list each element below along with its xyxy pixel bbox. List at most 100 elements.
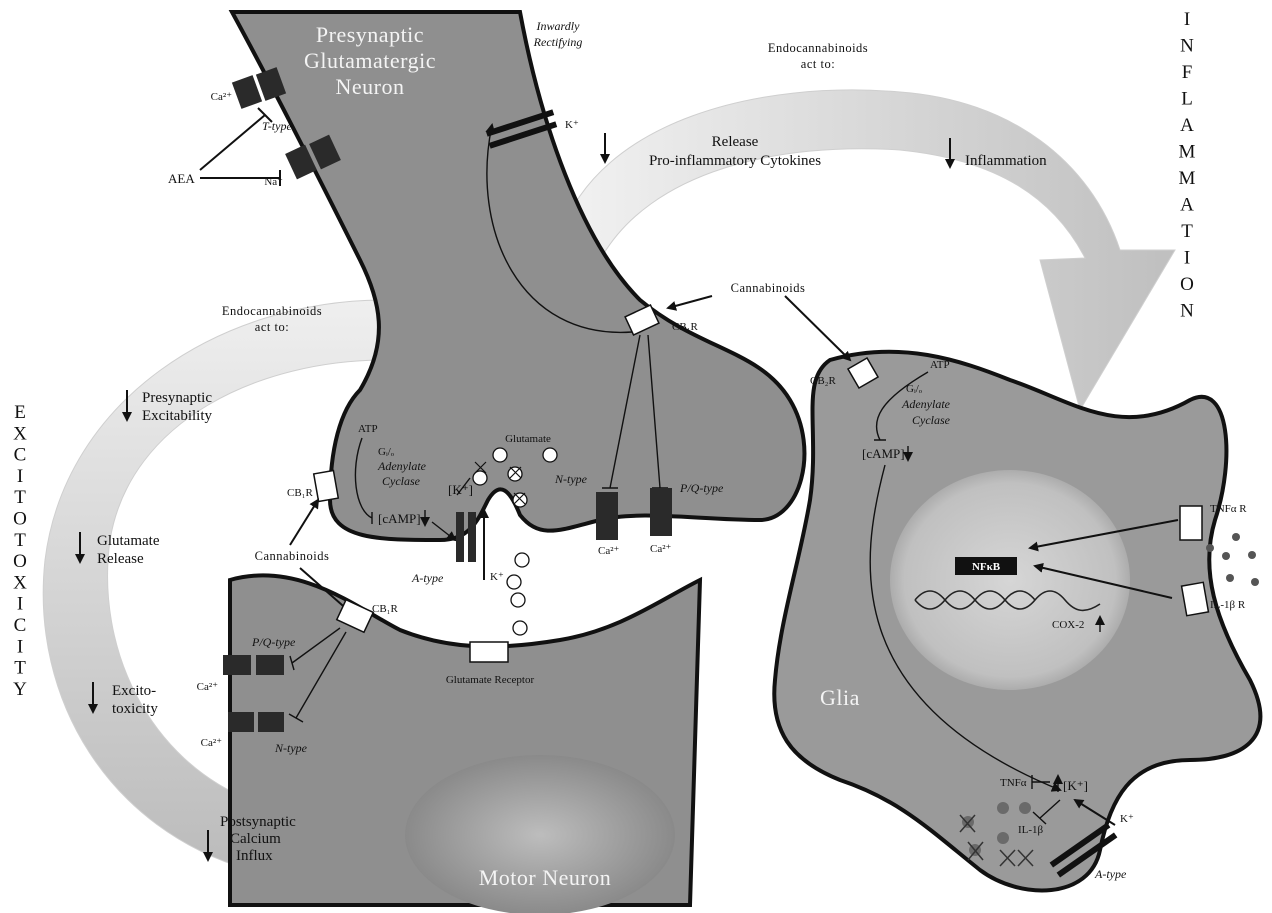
glut-release-1: Glutamate [97, 533, 160, 549]
pre-camp-label: [cAMP] [378, 511, 421, 526]
excitotoxicity-letter: C [14, 615, 27, 636]
cannabinoids-to-cb1r-left [290, 500, 318, 545]
tnfr-label: TNFα R [1210, 503, 1247, 515]
excitotoxicity-letter: Y [13, 679, 27, 700]
tnfr-receptor [1180, 506, 1202, 540]
cox2-label: COX-2 [1052, 619, 1084, 631]
presyn-excit-1: Presynaptic [142, 390, 212, 406]
cb2r-label: CB₂R [810, 375, 837, 387]
glia-k-label: K⁺ [1120, 813, 1134, 825]
excitotoxicity-letter: O [13, 509, 27, 530]
post-ca2-label: Ca²⁺ [201, 737, 223, 749]
pre-pqtype-label: P/Q-type [679, 481, 724, 495]
il1r-receptor [1182, 582, 1209, 615]
glia-atype-label: A-type [1094, 867, 1127, 881]
excito-2: toxicity [112, 701, 158, 717]
excitotoxicity-letter: C [14, 445, 27, 466]
release-label: Release [712, 134, 759, 150]
excitotoxicity-letter: I [17, 636, 23, 657]
pre-gio-label: Gᵢ/ₒ [378, 446, 394, 458]
excitotoxicity-letter: O [13, 551, 27, 572]
ttype-ca-label: Ca²⁺ [211, 91, 233, 103]
glia-camp-label: [cAMP] [862, 446, 905, 461]
inward-k-label: K⁺ [565, 119, 579, 131]
excit-heading-1: Endocannabinoids [222, 304, 322, 318]
rectifying-label: Rectifying [533, 35, 583, 49]
inflammation-letter: I [1184, 248, 1190, 269]
inflam-heading-1: Endocannabinoids [768, 41, 868, 55]
presyn-excit-2: Excitability [142, 408, 212, 424]
postsyn-1: Postsynaptic [220, 814, 296, 830]
inflammation-letter: A [1180, 195, 1194, 216]
pre-adenylate-label: Adenylate [377, 459, 427, 473]
post-cb1r-label: CB₁R [372, 603, 399, 615]
glia-title: Glia [820, 685, 860, 710]
tnfa-label: TNFα [1000, 777, 1027, 789]
pre-ca2-label: Ca²⁺ [650, 543, 672, 555]
glia-k-conc-label: [K⁺] [1063, 778, 1088, 793]
pre-atype-label: A-type [411, 571, 444, 585]
cytokines-label: Pro-inflammatory Cytokines [649, 153, 821, 169]
pre-k-label: K⁺ [490, 571, 504, 583]
post-pqtype-label: P/Q-type [251, 635, 296, 649]
aea-inhibit-ttype [200, 108, 272, 170]
excitotoxicity-letter: T [14, 487, 26, 508]
inwardly-label: Inwardly [536, 19, 581, 33]
inflammation-letter: I [1184, 9, 1190, 30]
postsyn-2: Calcium [230, 831, 281, 847]
cannabinoids-to-cb1r-top [668, 296, 712, 308]
il1b-label: IL-1β [1018, 824, 1044, 836]
inflammation-letter: F [1182, 62, 1193, 83]
postsyn-3: Influx [236, 848, 273, 864]
pre-atp-label: ATP [358, 423, 378, 435]
cytokine-dots [1206, 533, 1259, 586]
glia-adenylate-label: Adenylate [901, 397, 951, 411]
excitotoxicity-letter: I [17, 594, 23, 615]
inflammation-letter: N [1180, 301, 1194, 322]
pre-ntype-channel [596, 492, 618, 540]
excitotoxicity-letter: I [17, 466, 23, 487]
cannabinoids-top-label: Cannabinoids [731, 281, 806, 295]
presynaptic-title-line1: Presynaptic [316, 22, 424, 47]
inflammation-letter: N [1180, 36, 1194, 57]
aea-label: AEA [168, 171, 195, 186]
inflam-heading-2: act to: [801, 57, 835, 71]
pre-ca1-label: Ca²⁺ [598, 545, 620, 557]
presynaptic-title-line3: Neuron [336, 74, 405, 99]
glutamate-receptor [470, 642, 508, 662]
inflammation-letter: M [1179, 142, 1196, 163]
pre-pqtype-channel [650, 488, 672, 536]
excitotoxicity-letter: X [13, 572, 27, 593]
excitotoxicity-letter: X [13, 423, 27, 444]
excito-1: Excito- [112, 683, 156, 699]
inflammation-letter: M [1179, 168, 1196, 189]
cannabinoids-mid-label: Cannabinoids [255, 549, 330, 563]
cb1r-left-label: CB₁R [287, 487, 314, 499]
excitotoxicity-letter: T [14, 530, 26, 551]
post-ntype-label: N-type [274, 741, 308, 755]
glutamate-label: Glutamate [505, 433, 551, 445]
inflammation-letter: L [1181, 89, 1193, 110]
il1r-label: IL-1β R [1210, 599, 1246, 611]
pre-k-conc-label: [K⁺] [448, 482, 473, 497]
inflammation-letter: O [1180, 274, 1194, 295]
excit-heading-2: act to: [255, 320, 289, 334]
cannabinoids-to-cb2r [785, 296, 850, 360]
cb1r-left-receptor [314, 470, 339, 501]
glut-release-2: Release [97, 551, 144, 567]
inflammation-label: Inflammation [965, 153, 1047, 169]
inflammation-letter: T [1181, 221, 1193, 242]
glia-cyclase-label: Cyclase [912, 413, 951, 427]
motor-neuron-title: Motor Neuron [479, 865, 611, 890]
presynaptic-neuron [232, 12, 804, 540]
cb1r-top-label: CB₁R [672, 321, 699, 333]
presynaptic-title-line2: Glutamatergic [304, 48, 436, 73]
inflammation-vertical-label: INFLAMMATION [1179, 9, 1196, 322]
ttype-label: T-type [262, 119, 292, 133]
excitotoxicity-letter: T [14, 658, 26, 679]
excitotoxicity-letter: E [14, 402, 26, 423]
nfkb-label: NFκB [972, 561, 1001, 573]
inflammation-letter: A [1180, 115, 1194, 136]
glia-atp-label: ATP [930, 359, 950, 371]
